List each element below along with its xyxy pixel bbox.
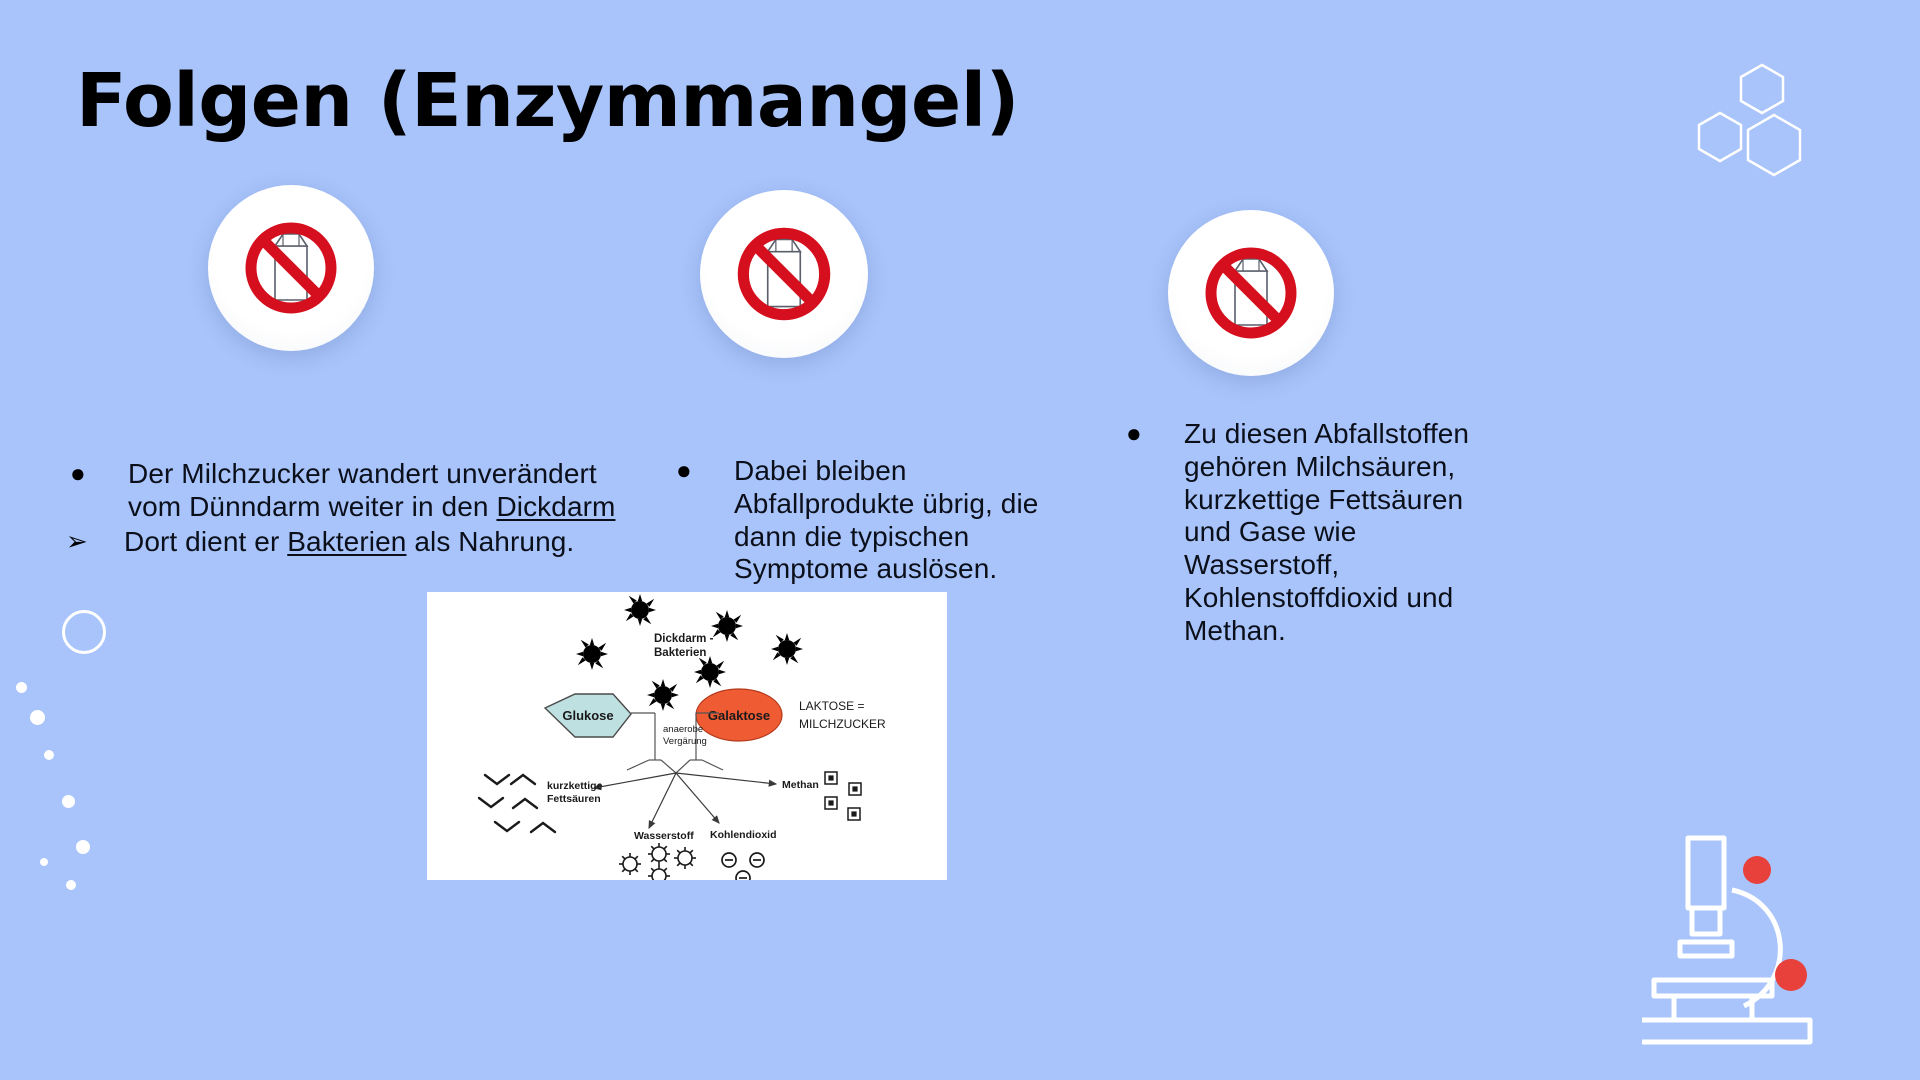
bullet-marker-arrow: ➢ bbox=[66, 525, 88, 556]
bubble-dot bbox=[62, 795, 75, 808]
ring-decoration bbox=[62, 610, 106, 654]
bullet-text-underlined: Bakterien bbox=[287, 525, 407, 557]
bullet-text: Zu diesen Abfallstoffen gehören Milchsäu… bbox=[1184, 418, 1470, 646]
list-item: ➢ Dort dient er Bakterien als Nahrung. bbox=[62, 526, 622, 559]
no-milk-badge-1 bbox=[208, 185, 374, 351]
page-title: Folgen (Enzymmangel) bbox=[76, 58, 1019, 144]
diagram-label-fermentation-line2: Vergärung bbox=[663, 736, 707, 747]
bullet-marker: ● bbox=[1126, 418, 1142, 448]
diagram-label-galactose: Galaktose bbox=[708, 708, 770, 723]
no-milk-badge-3 bbox=[1168, 210, 1334, 376]
microscope-accent-dot-bottom bbox=[1775, 959, 1807, 991]
lactose-fermentation-diagram: Dickdarm - Bakterien Glukose Galaktose L… bbox=[427, 592, 947, 880]
diagram-label-lactose-line1: LAKTOSE = bbox=[799, 699, 864, 713]
diagram-label-bacteria-line1: Dickdarm - bbox=[654, 633, 714, 645]
text-column-middle: ● Dabei bleiben Abfallprodukte übrig, di… bbox=[668, 455, 1068, 588]
bullet-marker: ● bbox=[676, 455, 692, 485]
list-item: ● Dabei bleiben Abfallprodukte übrig, di… bbox=[668, 455, 1068, 586]
diagram-label-methane: Methan bbox=[782, 779, 819, 791]
bullet-text: Dabei bleiben Abfallprodukte übrig, die … bbox=[734, 455, 1039, 585]
bubble-decoration bbox=[0, 600, 160, 1080]
diagram-label-fermentation-line1: anaerobe bbox=[663, 724, 703, 735]
bubble-dot bbox=[66, 880, 76, 890]
diagram-label-carbon-dioxide: Kohlendioxid bbox=[710, 829, 777, 841]
diagram-label-scfa-line1: kurzkettige bbox=[547, 780, 603, 792]
bullet-text: Dort dient er Bakterien als Nahrung. bbox=[124, 526, 622, 559]
diagram-label-bacteria-line2: Bakterien bbox=[654, 647, 706, 659]
bubble-dot bbox=[30, 710, 45, 725]
diagram-label-lactose-line2: MILCHZUCKER bbox=[799, 717, 886, 731]
no-milk-badge-2 bbox=[700, 190, 868, 358]
bubble-dot bbox=[76, 840, 90, 854]
microscope-outline-icon bbox=[1642, 835, 1813, 1045]
bullet-text-underlined: Dickdarm bbox=[496, 490, 616, 522]
bullet-text-part: Der Milchzucker wandert unverändert vom … bbox=[128, 458, 597, 522]
bullet-text: Der Milchzucker wandert unverändert vom … bbox=[128, 458, 622, 524]
diagram-label-glucose: Glukose bbox=[562, 708, 613, 723]
bubble-dot bbox=[40, 858, 48, 866]
list-item: ● Zu diesen Abfallstoffen gehören Milchs… bbox=[1118, 418, 1498, 647]
bullet-text-part: als Nahrung. bbox=[406, 525, 575, 557]
no-milk-icon bbox=[1205, 247, 1297, 339]
text-column-left: ● Der Milchzucker wandert unverändert vo… bbox=[62, 458, 622, 560]
text-column-right: ● Zu diesen Abfallstoffen gehören Milchs… bbox=[1118, 418, 1498, 649]
microscope-accent-dot-top bbox=[1743, 856, 1771, 884]
no-milk-icon bbox=[737, 227, 831, 321]
bubble-dot bbox=[16, 682, 27, 693]
bullet-text-part: Dort dient er bbox=[124, 525, 288, 557]
bubble-dot bbox=[44, 750, 54, 760]
microscope-decoration bbox=[1640, 830, 1900, 1080]
list-item: ● Der Milchzucker wandert unverändert vo… bbox=[62, 458, 622, 524]
hexagon-cluster-decoration bbox=[1668, 30, 1868, 190]
no-milk-icon bbox=[245, 222, 337, 314]
diagram-label-hydrogen: Wasserstoff bbox=[634, 830, 694, 842]
diagram-label-scfa-line2: Fettsäuren bbox=[547, 793, 601, 805]
bullet-marker: ● bbox=[70, 458, 86, 488]
